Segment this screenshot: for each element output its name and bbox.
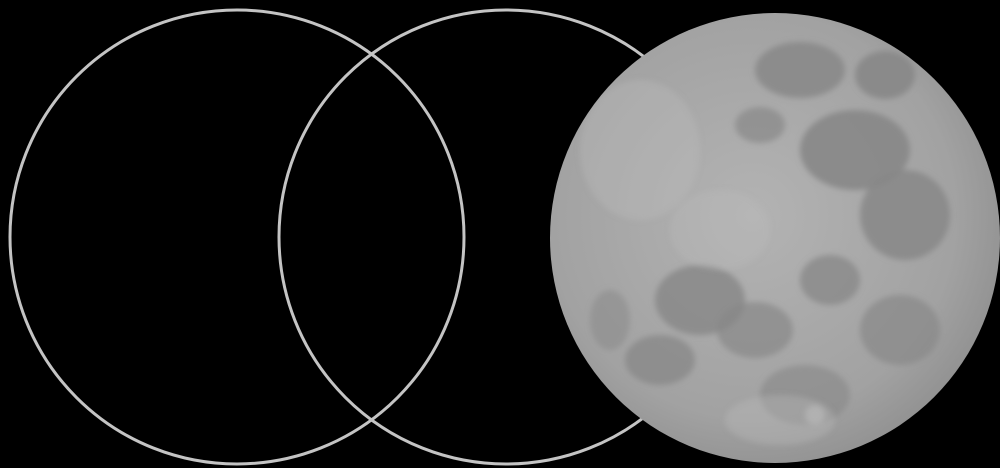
full-moon-image	[550, 13, 1000, 463]
